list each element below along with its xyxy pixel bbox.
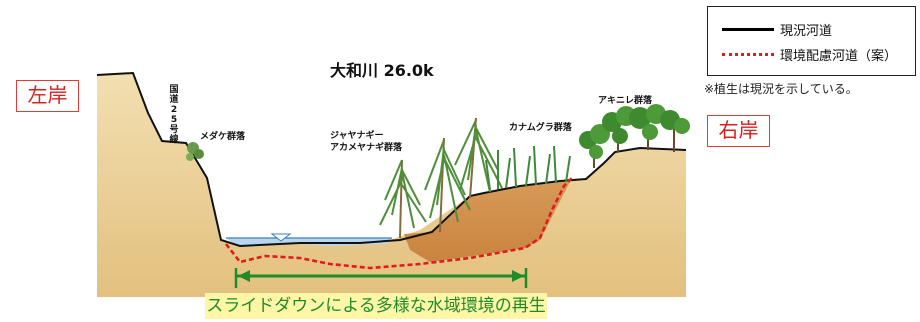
cut-bank-area — [404, 178, 572, 262]
legend-planned: 環境配慮河道（案） — [708, 43, 915, 65]
current-channel-line — [96, 71, 687, 248]
caption: スライドダウンによる多様な水域環境の再生 — [205, 293, 547, 319]
scope-arrow — [234, 268, 528, 288]
section-title: 大和川 26.0k — [330, 61, 434, 80]
ground-body — [97, 73, 686, 297]
legend-planned-label: 環境配慮河道（案） — [780, 49, 898, 64]
akinire-trees — [579, 104, 690, 168]
legend-current-swatch — [722, 28, 774, 31]
vegetation-note: ※植生は現況を示している。 — [704, 82, 858, 96]
legend: 現況河道 環境配慮河道（案） — [707, 6, 916, 76]
legend-planned-swatch — [722, 53, 774, 56]
medake-shrub — [186, 142, 204, 161]
medake-label: メダケ群落 — [200, 132, 246, 142]
left-bank-label: 左岸 — [16, 80, 79, 112]
legend-current-label: 現況河道 — [780, 24, 833, 39]
willow-trees — [379, 117, 503, 239]
kanamugura-label: カナムグラ群落 — [509, 123, 572, 133]
akameyanagi-label: アカメヤナギ群落 — [330, 143, 403, 153]
jayanagi-label: ジャヤナギー — [330, 131, 384, 141]
right-bank-label: 右岸 — [707, 115, 770, 147]
road-label: 国道25号線 — [169, 85, 179, 145]
planned-channel-line — [224, 177, 573, 270]
legend-current: 現況河道 — [708, 18, 915, 40]
water-level-marker — [270, 233, 292, 242]
akinire-label: アキニレ群落 — [598, 96, 653, 106]
kanamugura-grass — [485, 145, 571, 191]
